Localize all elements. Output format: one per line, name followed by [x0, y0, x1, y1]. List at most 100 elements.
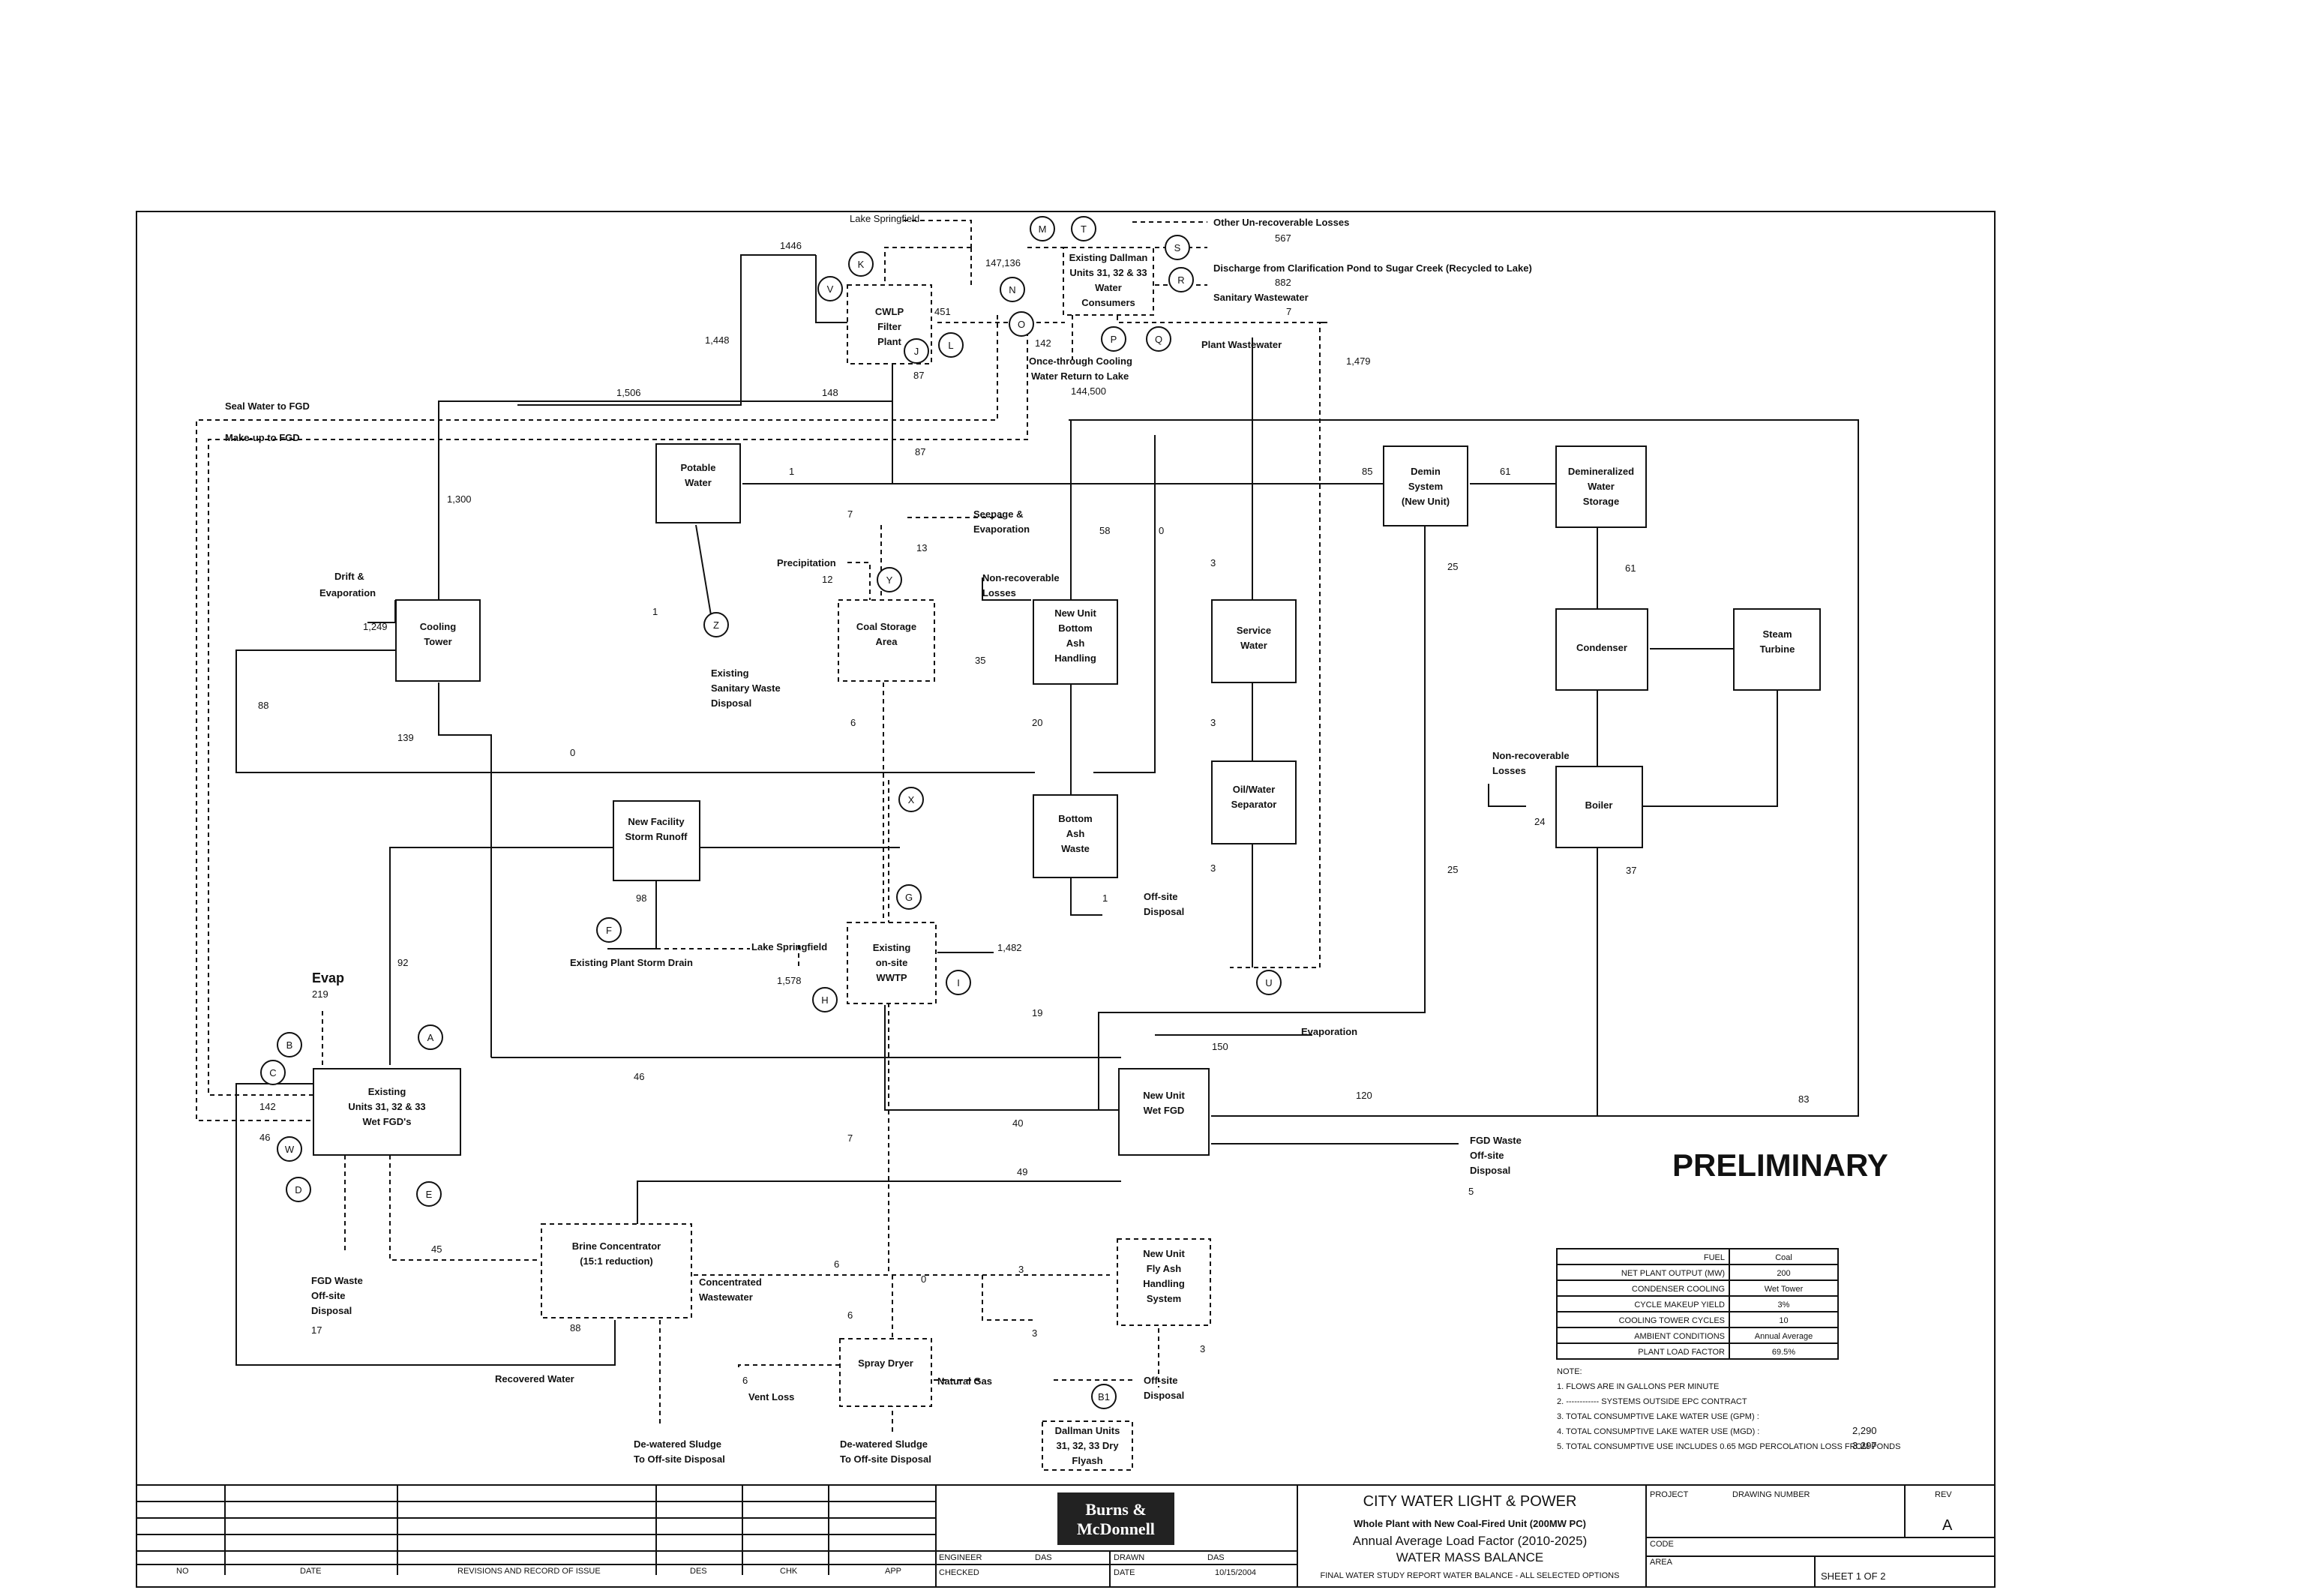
- label-lake-mid: Lake Springfield: [751, 941, 827, 952]
- box-text-storm_runoff-0: New Facility: [628, 816, 685, 827]
- box-bottom-ash-waste: [1033, 794, 1118, 878]
- flow-value-40: 219: [312, 988, 328, 1000]
- label-makeup: Make-up to FGD: [225, 432, 300, 443]
- sheet-number: SHEET 1 OF 2: [1821, 1570, 1885, 1582]
- flow-value-55: 3: [1018, 1264, 1024, 1275]
- node-circle-t: [1071, 216, 1096, 242]
- title-line-2: Whole Plant with New Coal-Fired Unit (20…: [1354, 1518, 1586, 1529]
- box-text-brine-1: (15:1 reduction): [580, 1256, 653, 1267]
- flow-value-17: 85: [1362, 466, 1372, 477]
- box-text-oil_water-0: Oil/Water: [1233, 784, 1276, 795]
- title-line-4: WATER MASS BALANCE: [1396, 1550, 1543, 1564]
- box-new-fgd: [1118, 1068, 1210, 1156]
- node-a: A: [418, 1024, 443, 1050]
- note-line-3: 3. TOTAL CONSUMPTIVE LAKE WATER USE (GPM…: [1557, 1412, 1759, 1421]
- node-circle-s: [1165, 235, 1190, 260]
- node-letter-j: J: [914, 346, 919, 357]
- flow-value-5: 87: [913, 370, 924, 381]
- node-v: V: [817, 276, 843, 302]
- label-flyash_disposal-1: Disposal: [1144, 1390, 1184, 1401]
- node-l: L: [938, 332, 964, 358]
- node-letter-c: C: [269, 1067, 276, 1078]
- box-text-steam_turbine-1: Turbine: [1760, 644, 1795, 655]
- label-storm-drain: Existing Plant Storm Drain: [570, 957, 693, 968]
- node-circle-m: [1030, 216, 1055, 242]
- table-key-2: CONDENSER COOLING: [1632, 1285, 1725, 1294]
- box-text-fly_ash-2: Handling: [1143, 1278, 1185, 1289]
- table-val-1: 200: [1777, 1269, 1790, 1278]
- date-value: 10/15/2004: [1215, 1568, 1256, 1577]
- flow-value-24: 3: [1210, 557, 1216, 568]
- value-once-through: 144,500: [1071, 386, 1106, 397]
- box-text-demin_storage-0: Demineralized: [1568, 466, 1634, 477]
- label-nonrec2-0: Non-recoverable: [1492, 750, 1570, 761]
- node-g: G: [896, 884, 922, 910]
- table-key-0: FUEL: [1704, 1253, 1725, 1262]
- node-circle-q: [1146, 326, 1171, 352]
- box-text-demin-0: Demin: [1411, 466, 1441, 477]
- flow-value-11: 1,300: [447, 494, 472, 505]
- label-sludge1-0: De-watered Sludge: [634, 1438, 721, 1450]
- label-offsite-0: Off-site: [1144, 891, 1178, 902]
- flow-value-57: 6: [742, 1375, 748, 1386]
- annotation-labels: Lake Springfield Other Un-recoverable Lo…: [225, 213, 1888, 1402]
- flow-value-33: 98: [636, 892, 646, 904]
- node-s: S: [1165, 235, 1190, 260]
- flow-value-13: 13: [916, 542, 927, 554]
- node-letter-r: R: [1177, 274, 1184, 286]
- box-storm-runoff: [613, 800, 700, 881]
- flow-value-39: 92: [397, 957, 408, 968]
- label-sanitary-ww: Sanitary Wastewater: [1213, 292, 1309, 303]
- note-value-gpm: 2,290: [1852, 1425, 1877, 1436]
- flow-value-38: 25: [1447, 864, 1458, 875]
- label-other-losses: Other Un-recoverable Losses: [1213, 217, 1349, 228]
- node-letter-k: K: [858, 259, 865, 270]
- node-k: K: [848, 251, 874, 277]
- flow-value-46: 46: [259, 1132, 270, 1143]
- node-i: I: [946, 970, 971, 995]
- node-circle-u: [1256, 970, 1282, 995]
- box-text-new_fgd-0: New Unit: [1143, 1090, 1185, 1101]
- box-text-bottom_ash_handling-0: New Unit: [1054, 608, 1096, 619]
- box-text-bottom_ash_waste-1: Ash: [1066, 828, 1085, 839]
- label-precip: Precipitation: [777, 557, 836, 568]
- label-flyash_disposal-0: Off-site: [1144, 1375, 1178, 1386]
- node-letter-l: L: [948, 340, 953, 351]
- box-text-demin-2: (New Unit): [1402, 496, 1450, 507]
- node-letter-f: F: [606, 925, 612, 936]
- table-val-4: 10: [1779, 1316, 1788, 1325]
- flow-value-0: 1446: [780, 240, 802, 251]
- label-drawing: DRAWING NUMBER: [1732, 1490, 1810, 1499]
- label-sludge2-1: To Off-site Disposal: [840, 1454, 931, 1465]
- node-x: X: [898, 787, 924, 812]
- table-key-6: PLANT LOAD FACTOR: [1638, 1348, 1725, 1357]
- box-text-fly_ash-1: Fly Ash: [1147, 1263, 1182, 1274]
- node-h: H: [812, 987, 838, 1012]
- box-text-cwlp-1: Filter: [877, 321, 901, 332]
- box-text-dallman_flyash-1: 31, 32, 33 Dry: [1056, 1440, 1119, 1451]
- label-fgd_waste_new-0: FGD Waste: [1470, 1135, 1522, 1146]
- label-natural-gas: Natural Gas: [937, 1376, 992, 1387]
- label-once-through: Once-through Cooling: [1029, 356, 1132, 367]
- box-dallman: [1063, 247, 1154, 316]
- node-p: P: [1101, 326, 1126, 352]
- flow-value-19: 25: [1447, 561, 1458, 572]
- node-b1: B1: [1091, 1384, 1117, 1409]
- box-text-dallman-3: Consumers: [1081, 297, 1135, 308]
- title-line-5: FINAL WATER STUDY REPORT WATER BALANCE -…: [1321, 1571, 1620, 1580]
- box-condenser: [1555, 608, 1648, 691]
- label-concentrated-1: Wastewater: [699, 1292, 753, 1303]
- logo-line-1: Burns &: [1085, 1500, 1146, 1519]
- label-nonrec1-1: Losses: [982, 587, 1016, 598]
- label-offsite-1: Disposal: [1144, 906, 1184, 917]
- box-text-demin_storage-2: Storage: [1583, 496, 1619, 507]
- node-letter-t: T: [1081, 224, 1087, 235]
- box-text-demin_storage-1: Water: [1588, 481, 1615, 492]
- flow-value-23: 35: [975, 655, 985, 666]
- box-spray-dryer: [839, 1338, 932, 1407]
- box-text-cooling_tower-0: Cooling: [420, 621, 456, 632]
- box-text-coal_storage-0: Coal Storage: [856, 621, 916, 632]
